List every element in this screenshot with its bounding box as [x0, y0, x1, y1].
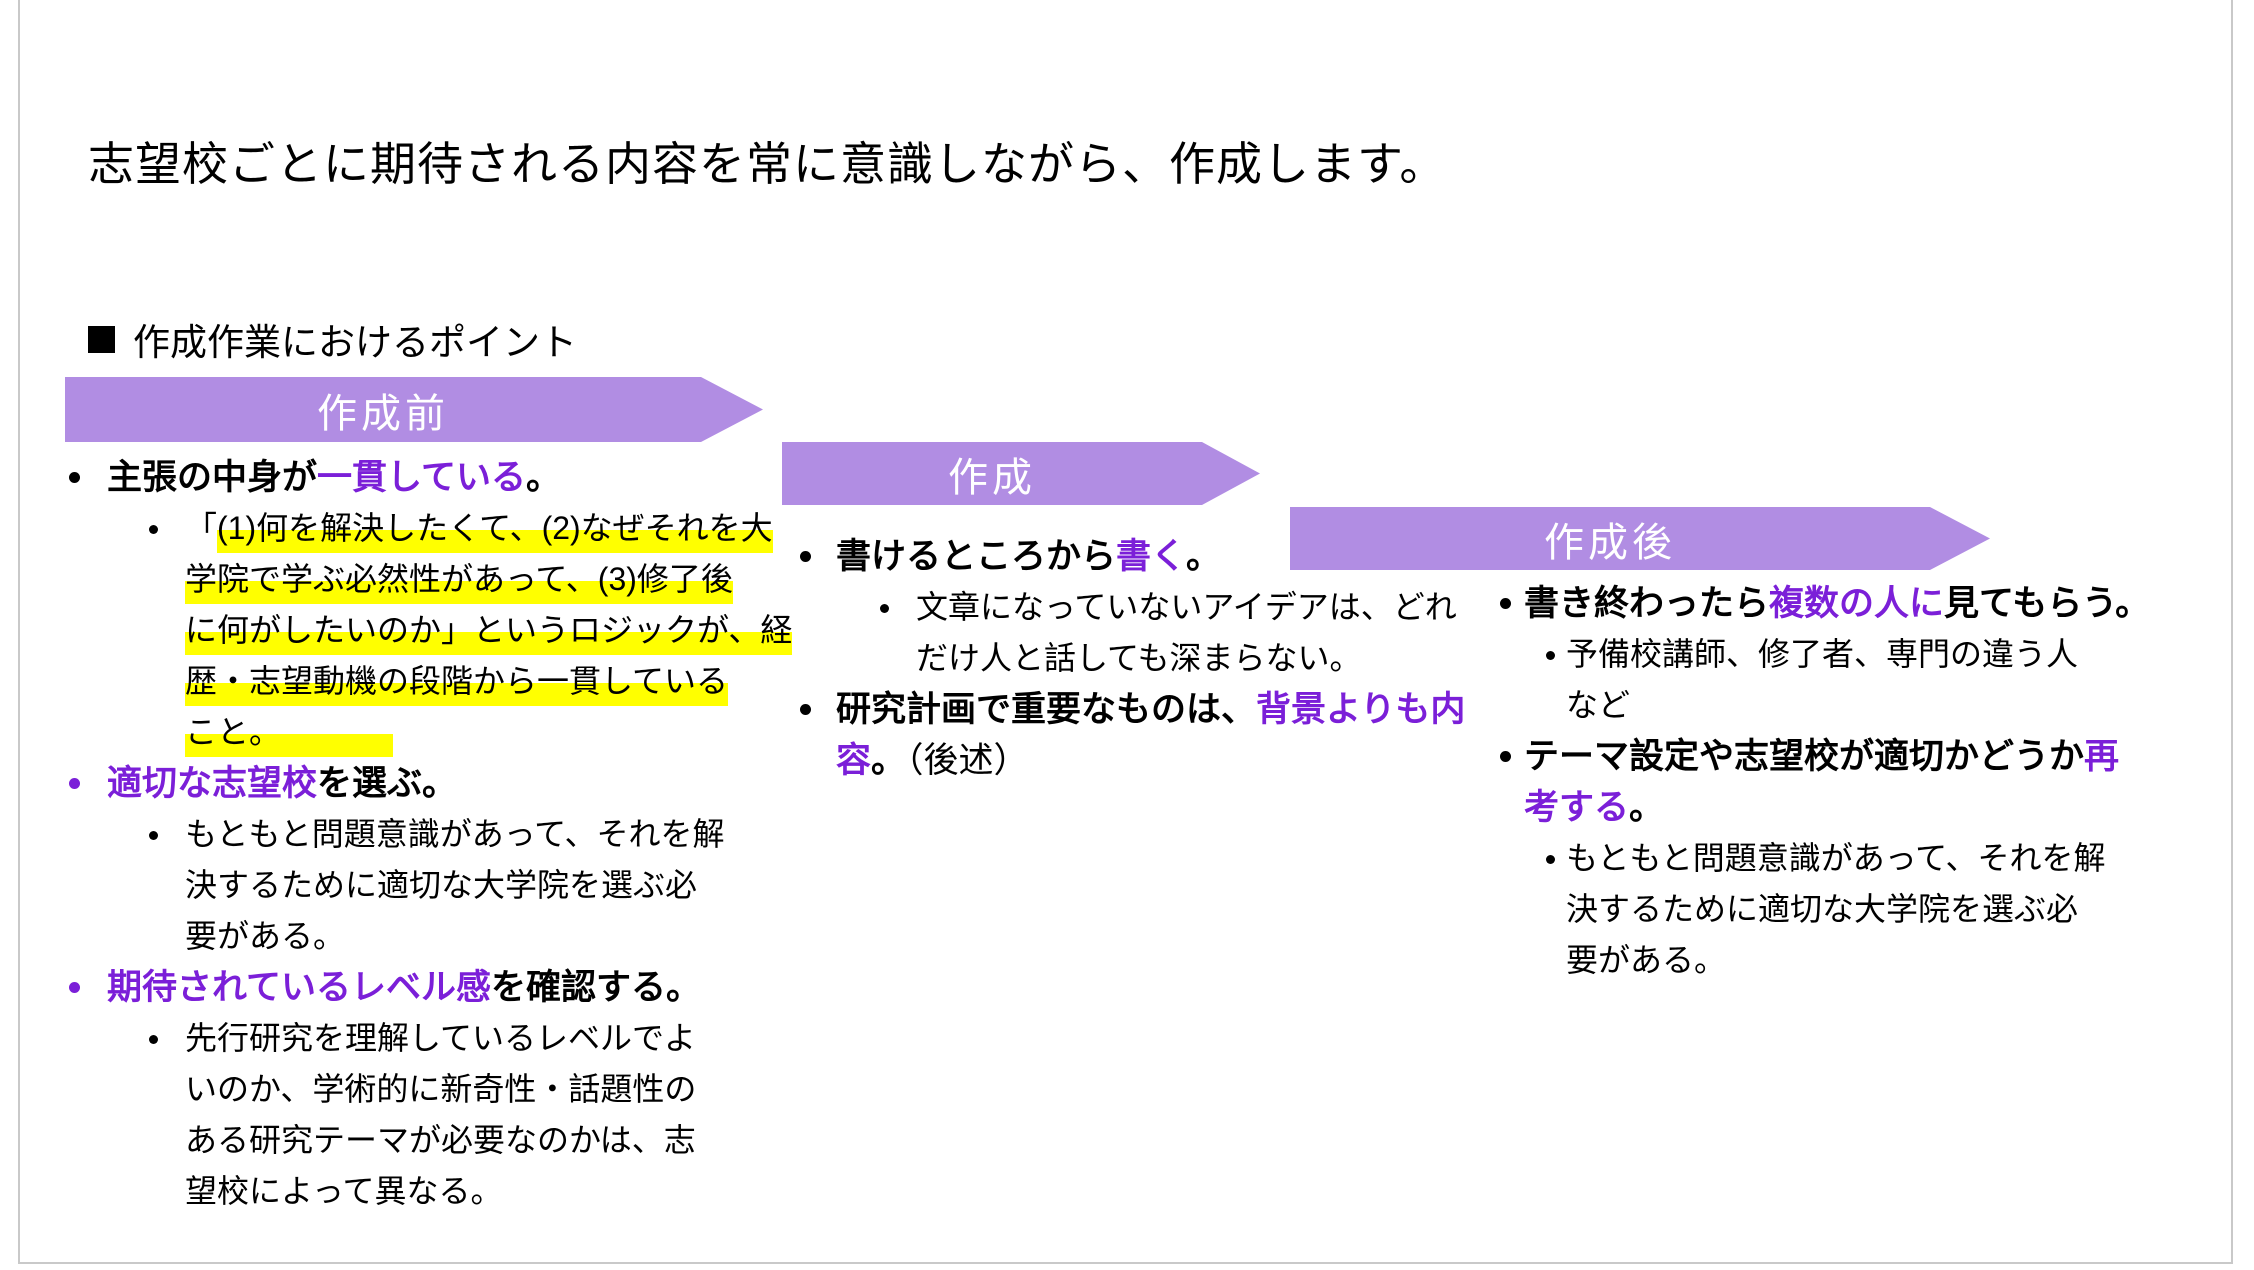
bullet-text: 文章になっていないアイデアは、どれ だけ人と話しても深まらない。	[916, 589, 1457, 676]
bullet-dot	[1500, 598, 1511, 609]
bullet-text: 主張の中身が一貫している。	[107, 458, 561, 497]
column-during: 書けるところから書く。文章になっていないアイデアは、どれ だけ人と話しても深まら…	[782, 531, 1465, 786]
phase-banner-label: 作成	[948, 455, 1036, 500]
sub-bullet-item: もともと問題意識があって、それを解 決するために適切な大学院を選ぶ必 要がある。	[1490, 833, 2150, 986]
column-after: 書き終わったら複数の人に見てもらう。予備校講師、修了者、専門の違う人 などテーマ…	[1490, 578, 2150, 986]
column-before: 主張の中身が一貫している。「(1)何を解決したくて、(2)なぜそれを大 学院で学…	[65, 452, 793, 1217]
bullet-dot	[149, 831, 158, 840]
bullet-item: 書き終わったら複数の人に見てもらう。	[1490, 578, 2150, 629]
bullet-text: 研究計画で重要なものは、背景よりも内 容。（後述）	[836, 690, 1466, 780]
bullet-dot	[1546, 855, 1555, 864]
sub-bullet-item: もともと問題意識があって、それを解 決するために適切な大学院を選ぶ必 要がある。	[65, 809, 792, 962]
bullet-dot	[69, 472, 80, 483]
square-bullet-icon	[88, 325, 115, 353]
bullet-dot	[800, 551, 811, 562]
bullet-text: 書き終わったら複数の人に見てもらう。	[1524, 584, 2151, 623]
bullet-dot	[149, 1035, 158, 1044]
phase-banner-label: 作成前	[317, 391, 449, 436]
bullet-text: もともと問題意識があって、それを解 決するために適切な大学院を選ぶ必 要がある。	[1566, 840, 2106, 978]
sub-bullet-item: 文章になっていないアイデアは、どれ だけ人と話しても深まらない。	[782, 582, 1465, 684]
bullet-dot	[1546, 651, 1555, 660]
bullet-text: 書けるところから書く。	[836, 537, 1222, 576]
bullet-text: もともと問題意識があって、それを解 決するために適切な大学院を選ぶ必 要がある。	[185, 816, 725, 954]
bullet-dot	[1500, 751, 1511, 762]
bullet-item: テーマ設定や志望校が適切かどうか再 考する。	[1490, 731, 2150, 833]
bullet-item: 期待されているレベル感を確認する。	[65, 962, 792, 1013]
phase-banner-before: 作成前	[65, 377, 763, 442]
bullet-dot	[880, 604, 889, 613]
bullet-item: 書けるところから書く。	[782, 531, 1465, 582]
bullet-text: 予備校講師、修了者、専門の違う人 など	[1566, 636, 2079, 723]
bullet-text: 「(1)何を解決したくて、(2)なぜそれを大 学院で学ぶ必然性があって、(3)修…	[185, 510, 793, 757]
bullet-text: 期待されているレベル感を確認する。	[107, 968, 701, 1007]
phase-banner-after: 作成後	[1290, 507, 1990, 570]
bullet-item: 主張の中身が一貫している。	[65, 452, 792, 503]
page-title: 志望校ごとに期待される内容を常に意識しながら、作成します。	[88, 138, 1447, 190]
bullet-text: 適切な志望校を選ぶ。	[107, 764, 458, 803]
phase-banner-label: 作成後	[1544, 520, 1676, 565]
bullet-item: 研究計画で重要なものは、背景よりも内 容。（後述）	[782, 684, 1465, 786]
bullet-dot	[149, 525, 158, 534]
bullet-dot	[69, 982, 80, 993]
section-heading-label: 作成作業におけるポイント	[133, 322, 577, 363]
bullet-dot	[800, 704, 811, 715]
phase-banner-during: 作成	[782, 442, 1260, 505]
sub-bullet-item: 予備校講師、修了者、専門の違う人 など	[1490, 629, 2150, 731]
sub-bullet-item: 先行研究を理解しているレベルでよ いのか、学術的に新奇性・話題性の ある研究テー…	[65, 1013, 792, 1217]
bullet-item: 適切な志望校を選ぶ。	[65, 758, 792, 809]
sub-bullet-item: 「(1)何を解決したくて、(2)なぜそれを大 学院で学ぶ必然性があって、(3)修…	[65, 503, 793, 758]
bullet-text: 先行研究を理解しているレベルでよ いのか、学術的に新奇性・話題性の ある研究テー…	[185, 1020, 697, 1209]
section-heading: 作成作業におけるポイント	[88, 312, 577, 366]
bullet-text: テーマ設定や志望校が適切かどうか再 考する。	[1524, 737, 2120, 827]
bullet-dot	[69, 778, 80, 789]
